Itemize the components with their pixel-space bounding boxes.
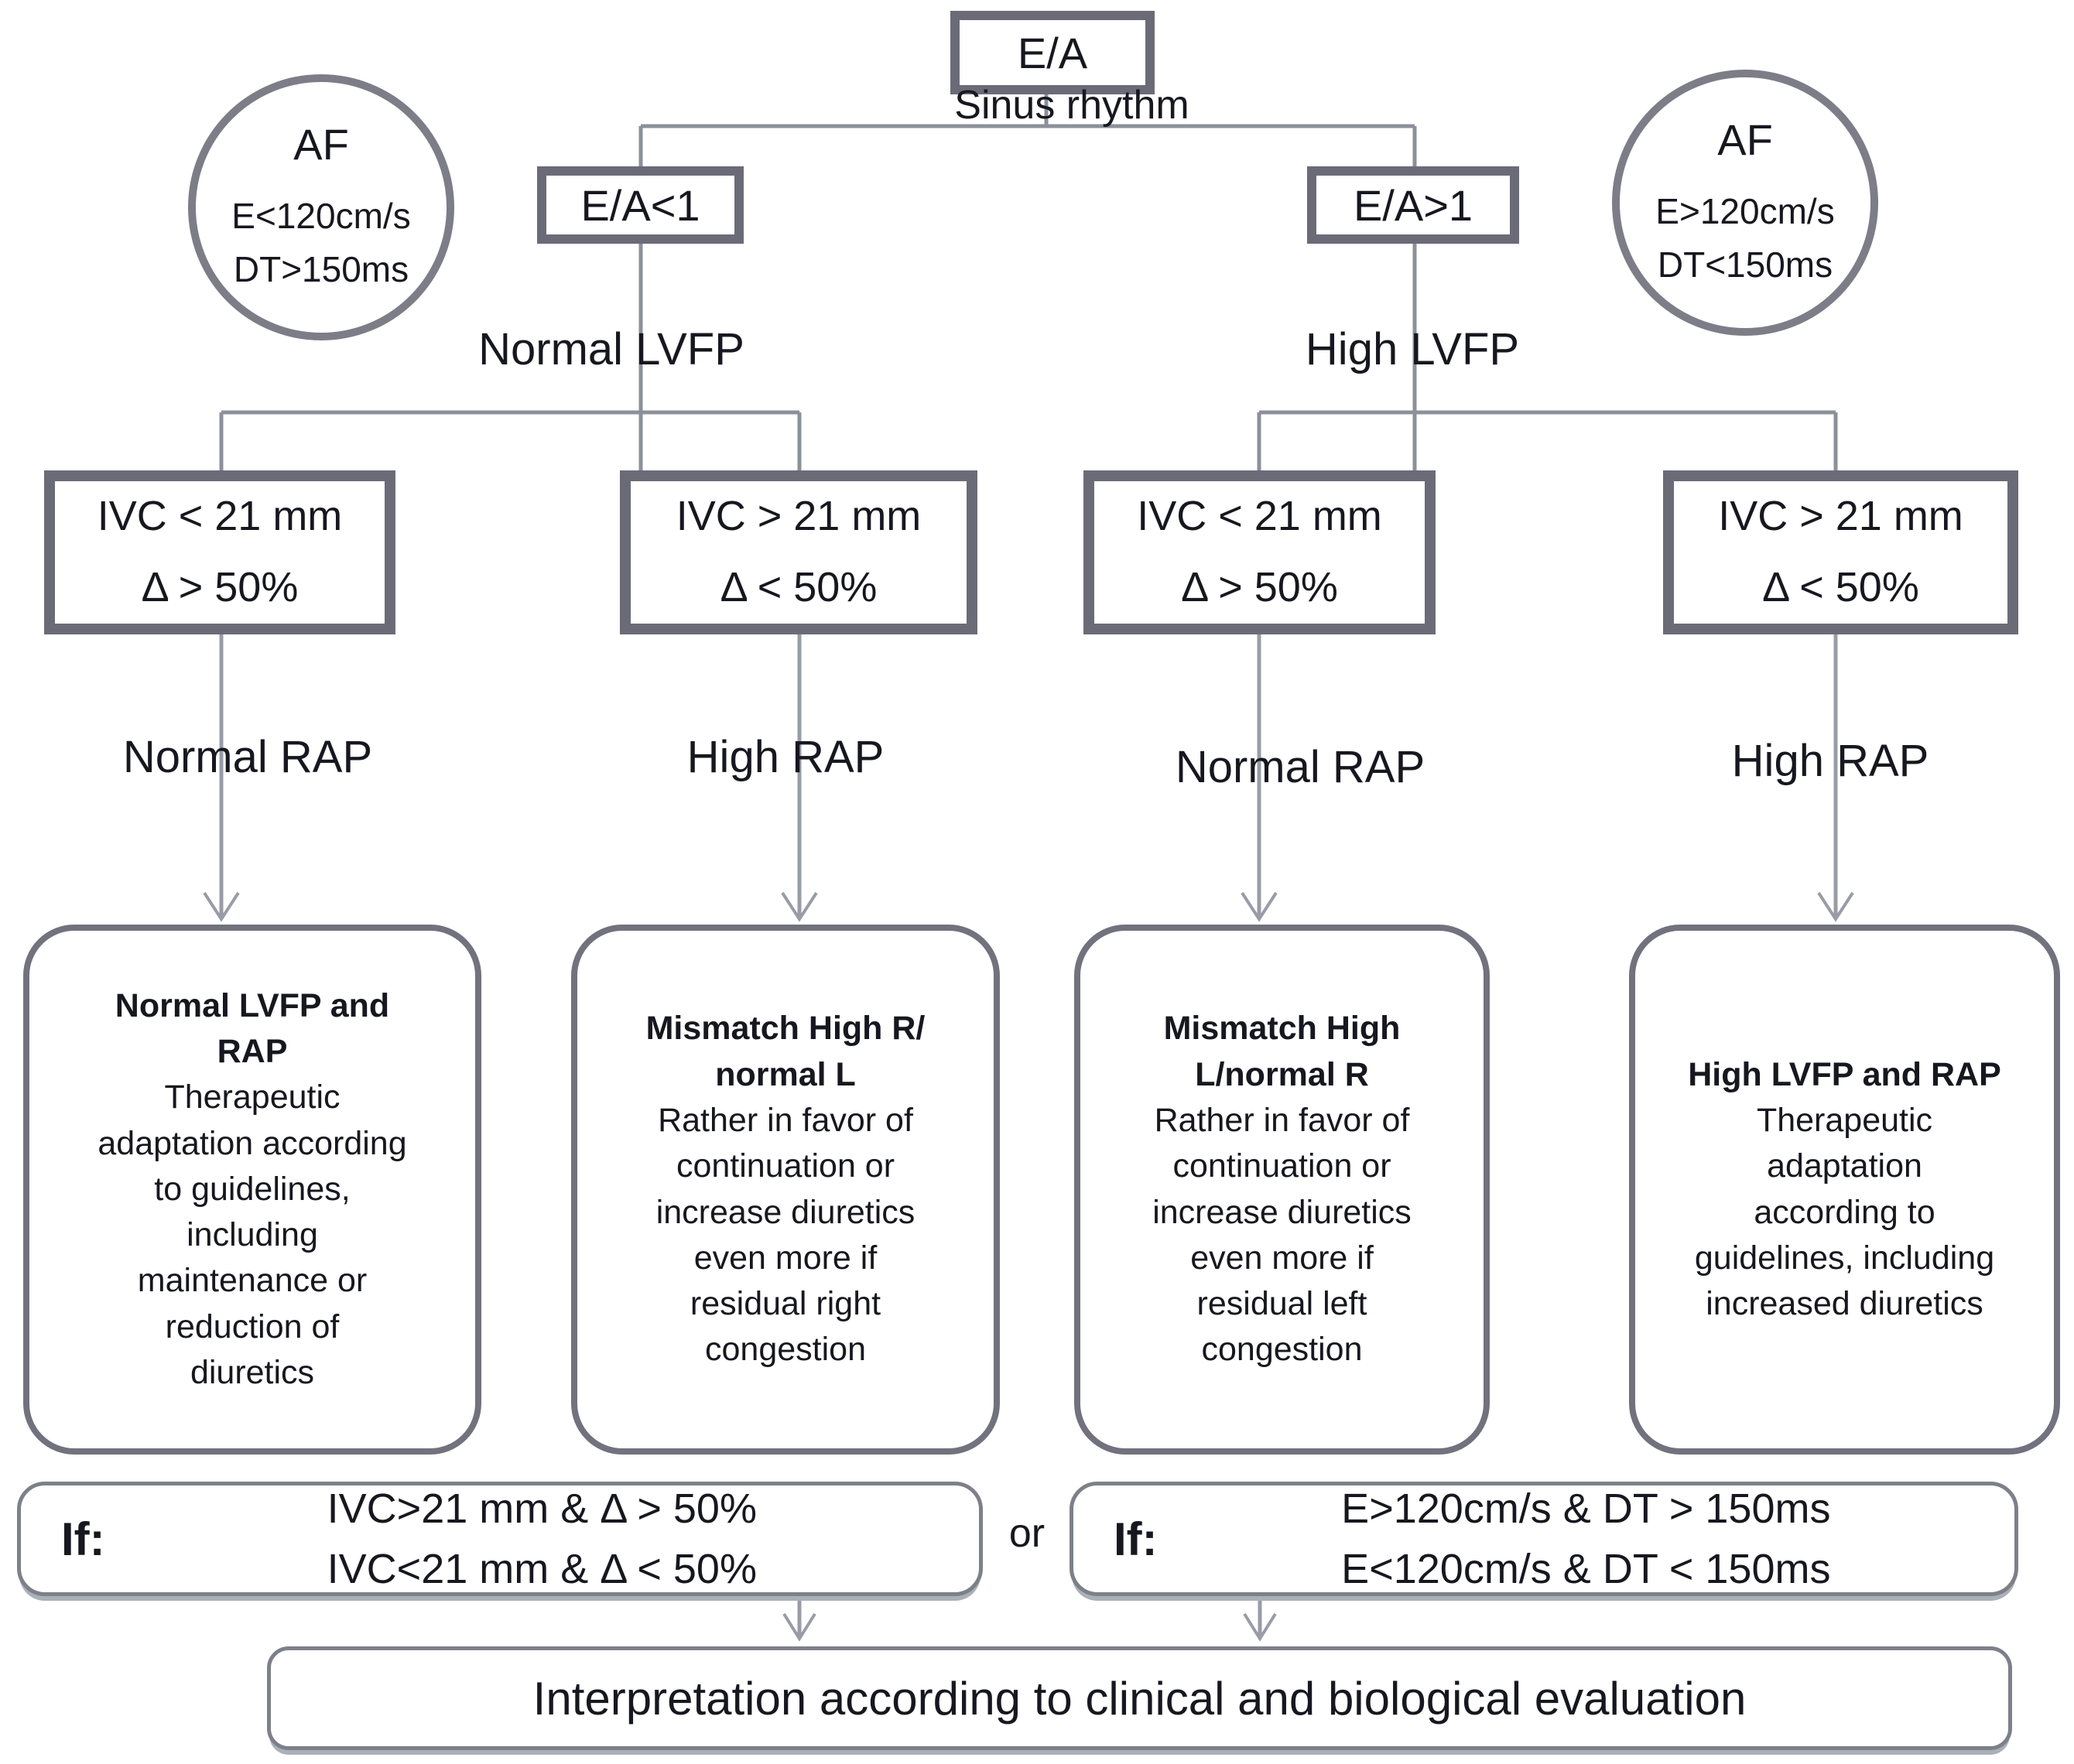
ivc-box-4: IVC > 21 mm Δ < 50% <box>1663 470 2018 634</box>
ivc-box-2-line2: Δ < 50% <box>720 564 878 610</box>
outcome-box-4-body: Therapeutic adaptation according to guid… <box>1694 1101 1995 1323</box>
af-left-title: AF <box>293 119 349 169</box>
if-box-left-prefix: If: <box>61 1513 105 1565</box>
root-label: E/A <box>1017 28 1088 77</box>
ivc-box-3: IVC < 21 mm Δ > 50% <box>1083 470 1436 634</box>
outcome-box-3-title: Mismatch High L/normal R <box>1163 1010 1401 1093</box>
rap-label-4: High RAP <box>1731 736 1929 786</box>
ivc-box-2-line1: IVC > 21 mm <box>676 493 922 540</box>
af-right-circle: AF E>120cm/s DT<150ms <box>1612 70 1878 336</box>
outcome-box-3: Mismatch High L/normal R Rather in favor… <box>1074 925 1490 1455</box>
branch-right-node: E/A>1 <box>1307 166 1519 244</box>
high-lvfp-label: High LVFP <box>1305 324 1520 374</box>
af-right-line1: E>120cm/s <box>1655 190 1835 231</box>
outcome-box-4: High LVFP and RAP Therapeutic adaptation… <box>1629 925 2060 1455</box>
ivc-box-2: IVC > 21 mm Δ < 50% <box>620 470 977 634</box>
outcome-box-4-title: High LVFP and RAP <box>1688 1055 2001 1093</box>
af-right-title: AF <box>1717 115 1773 164</box>
ivc-box-1: IVC < 21 mm Δ > 50% <box>44 470 395 634</box>
af-right-line2: DT<150ms <box>1657 244 1833 285</box>
branch-left-label: E/A<1 <box>580 180 700 230</box>
af-left-line1: E<120cm/s <box>231 195 411 236</box>
interpretation-box: Interpretation according to clinical and… <box>267 1646 2012 1750</box>
outcome-box-3-body: Rather in favor of continuation or incre… <box>1152 1101 1412 1369</box>
or-label: or <box>1008 1511 1046 1556</box>
ivc-box-3-line1: IVC < 21 mm <box>1137 493 1382 540</box>
rap-label-3: Normal RAP <box>1175 742 1425 792</box>
interpretation-text: Interpretation according to clinical and… <box>532 1672 1747 1725</box>
outcome-box-2-body: Rather in favor of continuation or incre… <box>655 1101 916 1369</box>
ivc-box-4-line1: IVC > 21 mm <box>1718 493 1963 540</box>
outcome-box-1-title: Normal LVFP and RAP <box>115 986 390 1070</box>
ivc-box-3-line2: Δ > 50% <box>1181 564 1338 610</box>
af-left-circle: AF E<120cm/s DT>150ms <box>188 74 454 340</box>
if-box-left: If: IVC>21 mm & Δ > 50% IVC<21 mm & Δ < … <box>17 1482 983 1596</box>
arrow-heads <box>203 891 1854 1642</box>
rap-label-2: High RAP <box>686 732 885 782</box>
rap-label-1: Normal RAP <box>122 732 373 782</box>
branch-right-label: E/A>1 <box>1353 180 1473 230</box>
normal-lvfp-label: Normal LVFP <box>478 324 744 374</box>
branch-left-node: E/A<1 <box>537 166 744 244</box>
outcome-box-2-title: Mismatch High R/ normal L <box>645 1010 926 1093</box>
outcome-box-1-body: Therapeutic adaptation according to guid… <box>98 1079 407 1392</box>
af-left-line2: DT>150ms <box>233 248 409 289</box>
arrow-lines <box>219 634 1838 1636</box>
outcome-box-2: Mismatch High R/ normal L Rather in favo… <box>571 925 1000 1455</box>
if-box-right-conditions: E>120cm/s & DT > 150ms E<120cm/s & DT < … <box>1341 1485 1831 1592</box>
ivc-box-4-line2: Δ < 50% <box>1762 564 1919 610</box>
ivc-box-1-line2: Δ > 50% <box>141 564 299 610</box>
if-box-left-conditions: IVC>21 mm & Δ > 50% IVC<21 mm & Δ < 50% <box>327 1485 757 1592</box>
ivc-box-1-line1: IVC < 21 mm <box>97 493 343 540</box>
sinus-rhythm-label: Sinus rhythm <box>954 83 1189 128</box>
outcome-box-1: Normal LVFP and RAP Therapeutic adaptati… <box>23 925 481 1455</box>
if-box-right: If: E>120cm/s & DT > 150ms E<120cm/s & D… <box>1070 1482 2018 1596</box>
if-box-right-prefix: If: <box>1114 1513 1158 1565</box>
root-node-ea: E/A <box>950 11 1155 94</box>
